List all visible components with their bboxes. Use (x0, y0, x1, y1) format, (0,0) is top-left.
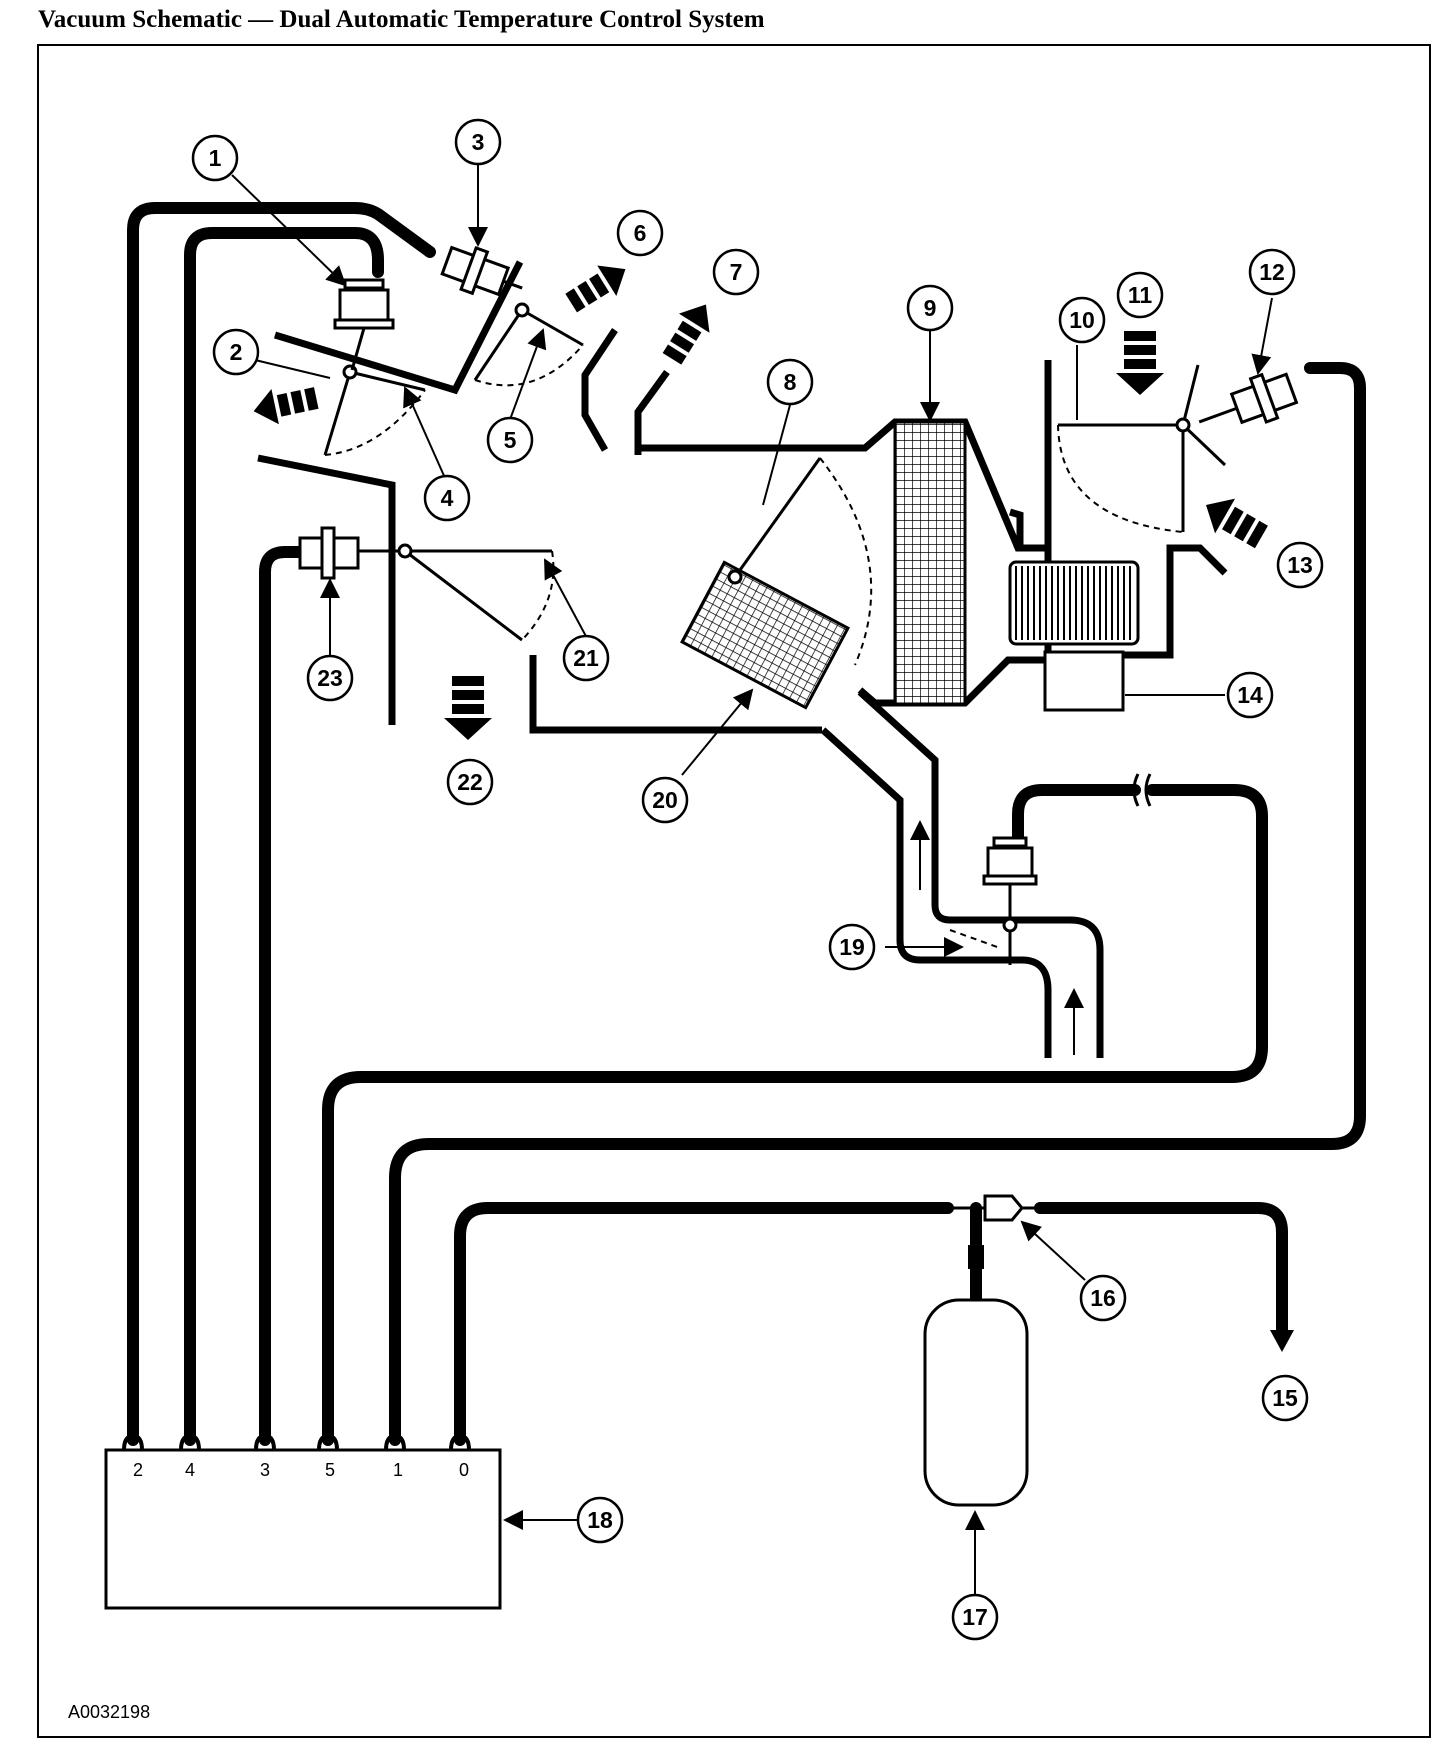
svg-text:5: 5 (504, 427, 517, 453)
actuator-12 (1198, 372, 1299, 425)
blower-wheel (1008, 560, 1140, 646)
callout-14: 14 (1226, 671, 1274, 719)
hose-break-symbol (1132, 773, 1152, 807)
port-label-2: 2 (133, 1460, 143, 1480)
flow-arrows (910, 820, 1084, 1055)
svg-text:23: 23 (317, 665, 343, 691)
airflow-arrows (253, 265, 1268, 740)
callout-13: 13 (1276, 541, 1324, 589)
port-fitting (122, 1433, 144, 1451)
port-label-1: 1 (393, 1460, 403, 1480)
callout-15: 15 (1261, 1374, 1309, 1422)
svg-text:17: 17 (962, 1604, 988, 1630)
svg-text:19: 19 (839, 934, 865, 960)
callout-10: 10 (1058, 296, 1106, 344)
callout-20: 20 (641, 776, 689, 824)
callout-23: 23 (306, 654, 354, 702)
callout-19: 19 (828, 923, 876, 971)
callout-18: 18 (576, 1496, 624, 1544)
evaporator-core (680, 560, 850, 710)
svg-text:9: 9 (924, 295, 937, 321)
svg-text:10: 10 (1069, 307, 1095, 333)
svg-text:20: 20 (652, 787, 678, 813)
svg-text:8: 8 (784, 369, 797, 395)
port-fitting (254, 1433, 276, 1451)
page-title: Vacuum Schematic — Dual Automatic Temper… (38, 6, 765, 33)
callout-7: 7 (712, 248, 760, 296)
control-assembly (104, 1433, 502, 1610)
svg-text:4: 4 (441, 485, 454, 511)
leader-lines (231, 162, 1273, 1595)
svg-text:15: 15 (1272, 1385, 1298, 1411)
callout-5: 5 (486, 416, 534, 464)
svg-text:2: 2 (230, 339, 243, 365)
port-fitting (449, 1433, 471, 1451)
svg-text:1: 1 (209, 145, 222, 171)
callout-12: 12 (1248, 248, 1296, 296)
callout-21: 21 (562, 634, 610, 682)
callout-4: 4 (423, 474, 471, 522)
svg-text:21: 21 (573, 645, 599, 671)
figure-frame (37, 44, 1431, 1738)
check-valve (948, 1194, 1040, 1222)
svg-text:16: 16 (1090, 1285, 1116, 1311)
svg-text:7: 7 (730, 259, 743, 285)
actuator-1 (333, 278, 395, 371)
svg-text:22: 22 (457, 769, 483, 795)
port-label-5: 5 (325, 1460, 335, 1480)
port-fitting (179, 1433, 201, 1451)
vacuum-hoses (127, 202, 1366, 1446)
callout-2: 2 (212, 328, 260, 376)
svg-text:13: 13 (1287, 552, 1313, 578)
port-label-0: 0 (459, 1460, 469, 1480)
callout-9: 9 (906, 284, 954, 332)
port-fitting (384, 1433, 406, 1451)
svg-text:14: 14 (1237, 682, 1263, 708)
blower-motor (1043, 650, 1125, 712)
callout-6: 6 (616, 209, 664, 257)
svg-text:12: 12 (1259, 259, 1285, 285)
figure-code: A0032198 (68, 1702, 150, 1722)
callout-16: 16 (1079, 1274, 1127, 1322)
callout-11: 11 (1116, 271, 1164, 319)
port-fitting (317, 1433, 339, 1451)
callout-17: 17 (951, 1593, 999, 1641)
callout-8: 8 (766, 358, 814, 406)
callout-1: 1 (191, 134, 239, 182)
port-label-4: 4 (185, 1460, 195, 1480)
svg-text:18: 18 (587, 1507, 613, 1533)
callout-3: 3 (454, 118, 502, 166)
svg-text:11: 11 (1128, 282, 1153, 308)
heater-core (893, 420, 967, 706)
port-label-3: 3 (260, 1460, 270, 1480)
vacuum-reservoir (923, 1298, 1029, 1507)
svg-text:6: 6 (634, 220, 647, 246)
actuator-19 (982, 836, 1038, 920)
actuator-3 (440, 245, 523, 297)
svg-text:3: 3 (472, 129, 485, 155)
callout-22: 22 (446, 758, 494, 806)
actuator-23 (298, 526, 400, 580)
